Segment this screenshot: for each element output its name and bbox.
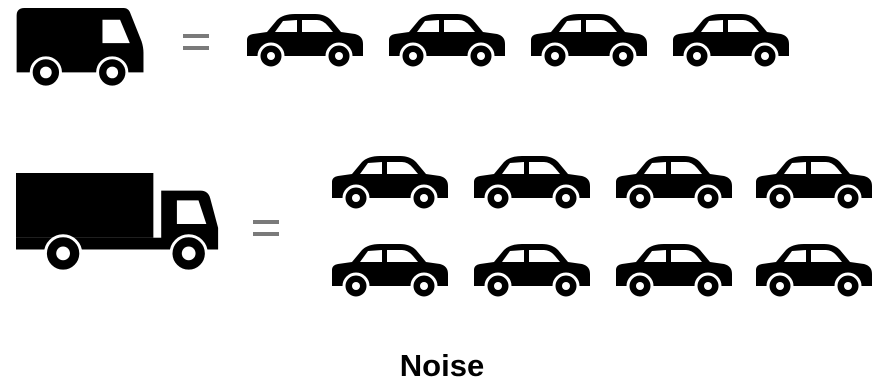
row-truck bbox=[0, 140, 884, 310]
car-icon bbox=[243, 10, 367, 68]
car-icon bbox=[470, 152, 594, 210]
car-icon bbox=[752, 152, 876, 210]
caption-label: Noise bbox=[399, 348, 485, 383]
equals-sign bbox=[183, 34, 209, 50]
equals-sign bbox=[253, 220, 279, 236]
car-icon bbox=[527, 10, 651, 68]
row-van bbox=[0, 0, 884, 100]
car-icon bbox=[385, 10, 509, 68]
car-icon bbox=[328, 240, 452, 298]
car-icon bbox=[328, 152, 452, 210]
car-icon bbox=[752, 240, 876, 298]
car-icon bbox=[612, 240, 736, 298]
car-icon bbox=[470, 240, 594, 298]
car-icon bbox=[669, 10, 793, 68]
car-icon bbox=[612, 152, 736, 210]
van-icon bbox=[16, 8, 146, 90]
truck-icon bbox=[16, 172, 224, 274]
